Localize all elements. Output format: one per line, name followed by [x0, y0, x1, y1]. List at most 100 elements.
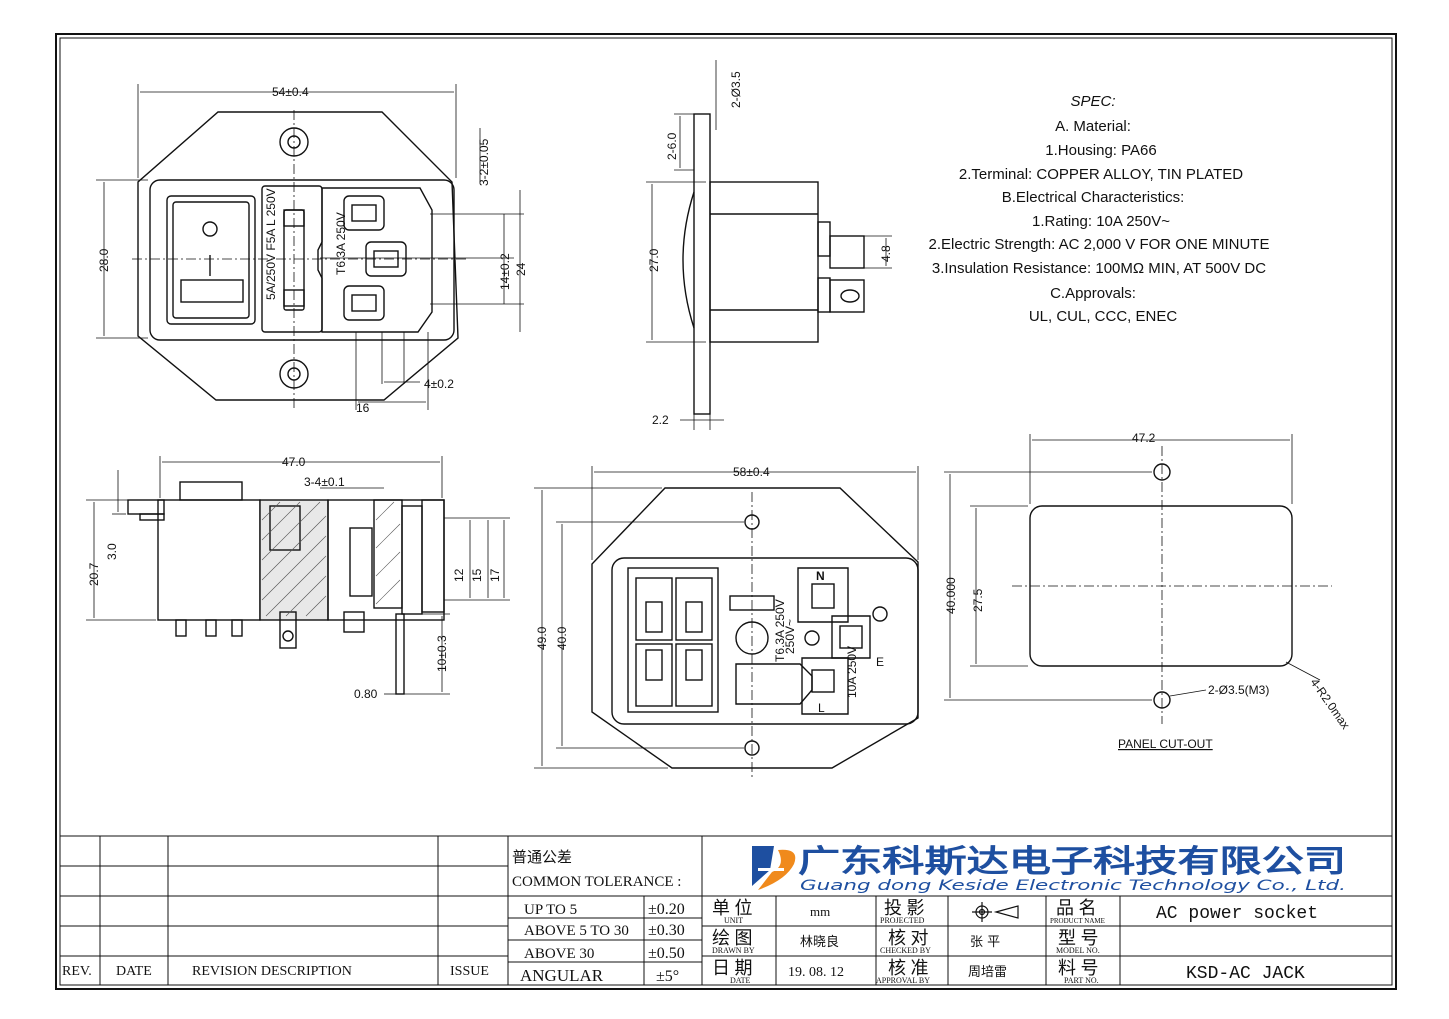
spec-line-1: 1.Housing: PA66	[1045, 142, 1156, 159]
checked-by-cn: 核 对	[888, 928, 929, 948]
side-tab-dim: 4.8	[879, 245, 893, 262]
back-label-e: E	[876, 655, 884, 669]
back-dimension-lines	[534, 466, 919, 769]
drawn-by-en: DRAWN BY	[712, 946, 755, 955]
front-pin-pitch-dim: 14±0.2	[498, 253, 512, 290]
front-width-dim: 54±0.4	[272, 85, 309, 99]
part-no-value: KSD-AC JACK	[1186, 964, 1305, 984]
section-hatching	[261, 501, 401, 617]
spec-line-0: A. Material:	[1055, 118, 1131, 135]
product-name-value: AC power socket	[1156, 904, 1318, 924]
section-h3-dim: 17	[488, 568, 502, 582]
inlet-text: T6.3A 250V	[334, 212, 348, 275]
spec-line-6: 3.Insulation Resistance: 100MΩ MIN, AT 5…	[932, 260, 1266, 277]
switch-off-symbol: O	[0, 0, 9, 3]
panel-radius-dim: 4-R2.0max	[1308, 676, 1353, 732]
approval-by-cn: 核 准	[888, 958, 929, 978]
drawn-by-value: 林晓良	[800, 934, 839, 950]
tolerance-range-0: UP TO 5	[524, 902, 577, 918]
projected-cn: 投 影	[884, 898, 925, 918]
fuse-text: 5A/250V F5A L 250V	[264, 188, 278, 300]
spec-line-5: 2.Electric Strength: AC 2,000 V FOR ONE …	[929, 236, 1270, 253]
back-small-text-1: 250V~	[783, 619, 797, 654]
panel-overall-dim: 40.000	[944, 577, 958, 614]
spec-line-4: 1.Rating: 10A 250V~	[1032, 213, 1170, 230]
unit-cn: 单 位	[712, 898, 753, 918]
section-dimension-lines	[86, 456, 510, 695]
panel-dimension-lines	[944, 434, 1321, 701]
side-holes-dim: 2-Ø3.5	[729, 71, 743, 108]
unit-value: mm	[810, 904, 830, 919]
tolerance-value-1: ±0.30	[648, 922, 685, 939]
part-no-cn: 料 号	[1058, 958, 1099, 978]
date-en: DATE	[730, 976, 751, 985]
company-name-en: Guang dong Keside Electronic Technology …	[800, 878, 1346, 894]
checked-by-en: CHECKED BY	[880, 946, 931, 955]
section-view	[127, 481, 445, 695]
spec-block: SPEC: A. Material: 1.Housing: PA66 2.Ter…	[929, 93, 1270, 325]
side-height-dim: 27.0	[647, 248, 661, 272]
model-no-en: MODEL NO.	[1056, 946, 1100, 955]
side-thickness-dim: 2.2	[652, 413, 669, 427]
product-name-cn: 品 名	[1056, 898, 1097, 918]
unit-en: UNIT	[724, 916, 743, 925]
product-name-en: PRODUCT NAME	[1050, 917, 1105, 925]
back-outer-height-dim: 49.0	[535, 626, 549, 650]
side-view	[682, 113, 865, 415]
projection-symbol-icon	[972, 902, 1019, 922]
projected-en: PROJECTED	[880, 916, 925, 925]
back-inner-height-dim: 40.0	[555, 626, 569, 650]
tolerance-range-1: ABOVE 5 TO 30	[524, 923, 629, 939]
spec-line-8: UL, CUL, CCC, ENEC	[1029, 308, 1178, 325]
checked-by-value: 张 平	[970, 935, 1000, 950]
section-thickness-dim: 0.80	[354, 687, 378, 701]
part-no-en: PART NO.	[1064, 976, 1099, 985]
side-dimension-lines	[646, 60, 892, 430]
approval-by-en: APPROVAL BY	[876, 976, 930, 985]
front-pin-width-dim: 4±0.2	[424, 377, 454, 391]
date-value: 19. 08. 12	[788, 965, 844, 980]
panel-holes-dim: 2-Ø3.5(M3)	[1208, 683, 1269, 697]
tolerance-value-3: ±5°	[656, 968, 679, 985]
panel-width-dim: 47.2	[1132, 431, 1156, 445]
title-block-grid	[60, 835, 1392, 985]
front-pin-span-dim: 16	[356, 401, 370, 415]
panel-cutout-label: PANEL CUT-OUT	[1118, 737, 1213, 751]
tolerance-value-0: ±0.20	[648, 901, 685, 918]
back-small-text-2: 10A 250V	[845, 646, 859, 698]
spec-title: SPEC:	[1070, 93, 1115, 110]
section-pin-len-dim: 10±0.3	[435, 635, 449, 672]
front-hole-offset-dim: 3-2±0.05	[477, 138, 491, 186]
front-dimension-lines	[96, 84, 524, 410]
tolerance-value-2: ±0.50	[648, 945, 685, 962]
company-name-cn: 广东科斯达电子科技有限公司	[798, 844, 1346, 880]
model-no-cn: 型 号	[1058, 928, 1099, 948]
approval-by-value: 周培雷	[968, 964, 1007, 980]
back-label-l: L	[818, 701, 825, 715]
panel-center-lines	[1012, 446, 1332, 724]
back-small-text-0: T6.3A 250V	[773, 599, 787, 662]
section-h1-dim: 12	[452, 568, 466, 582]
date-cn: 日 期	[712, 958, 753, 978]
switch-on-symbol: I	[0, 0, 3, 3]
rev-header-date: DATE	[116, 964, 152, 979]
rev-header-description: REVISION DESCRIPTION	[192, 964, 352, 979]
rev-header-issue: ISSUE	[450, 964, 489, 979]
section-h2-dim: 15	[470, 568, 484, 582]
spec-line-2: 2.Terminal: COPPER ALLOY, TIN PLATED	[959, 166, 1243, 183]
back-view	[591, 487, 919, 769]
tolerance-range-3: ANGULAR	[520, 966, 604, 985]
company-logo-icon	[752, 846, 796, 890]
front-view	[137, 111, 459, 401]
front-height-dim: 28.0	[97, 248, 111, 272]
panel-height-dim: 27.5	[971, 588, 985, 612]
spec-line-3: B.Electrical Characteristics:	[1002, 189, 1185, 206]
back-width-dim: 58±0.4	[733, 465, 770, 479]
section-width-dim: 47.0	[282, 455, 306, 469]
spec-line-7: C.Approvals:	[1050, 285, 1136, 302]
drawn-by-cn: 绘 图	[712, 928, 753, 948]
back-label-n: N	[816, 569, 825, 583]
section-height-dim: 20.7	[87, 562, 101, 586]
tolerance-cn: 普通公差	[512, 849, 572, 866]
